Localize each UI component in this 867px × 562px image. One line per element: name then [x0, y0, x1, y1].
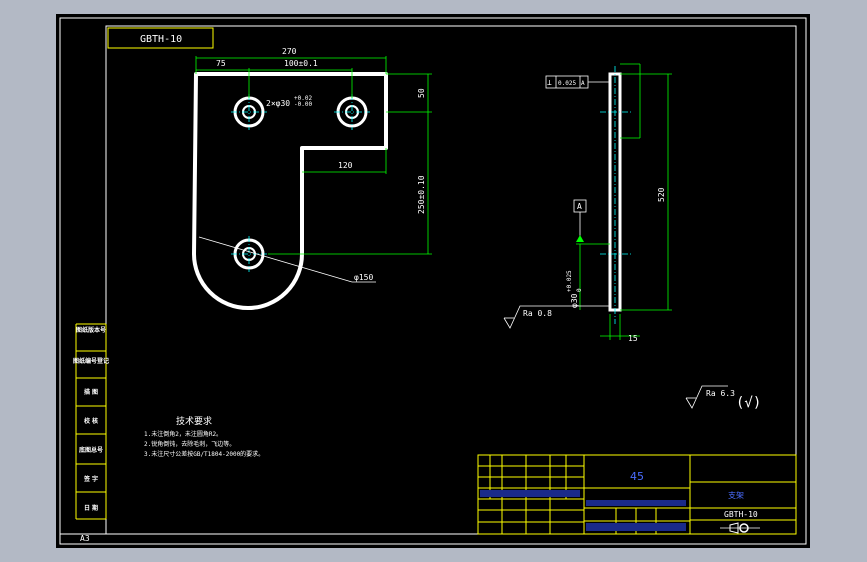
centerlines-side	[600, 66, 632, 324]
roughness-general-value: Ra 6.3	[706, 389, 735, 398]
title-part-code: GBTH-10	[724, 510, 758, 519]
sheet-size-label: A3	[80, 534, 90, 543]
flatness-datum: A	[581, 80, 585, 87]
dim-side-hole-tol: +0.025	[566, 270, 573, 292]
title-box-text: GBTH-10	[140, 34, 182, 45]
dim-vertical-span: 250±0.10	[417, 175, 426, 214]
tech-req-heading: 技术要求	[176, 415, 212, 427]
dim-overall-width: 270	[282, 47, 297, 56]
cad-viewport[interactable]: A3 GBTH-10 图纸版本号 图纸编号登记 描 图 校 核 底图总号 签 字…	[56, 14, 810, 548]
drawing-canvas: A3 GBTH-10 图纸版本号 图纸编号登记 描 图 校 核 底图总号 签 字…	[59, 17, 807, 545]
dimension-lines-side	[576, 63, 672, 340]
side-label-register: 图纸编号登记	[73, 357, 109, 365]
centerlines-front	[231, 94, 370, 272]
side-label-version: 图纸版本号	[76, 326, 106, 334]
title-box	[107, 27, 214, 49]
side-label-rows	[76, 323, 106, 520]
dim-hole-tol-lower: -0.00	[294, 101, 312, 108]
projection-symbol	[720, 522, 760, 534]
inner-border	[105, 25, 797, 535]
datum-label: A	[577, 202, 582, 211]
dim-inner-length: 120	[338, 161, 353, 170]
tech-req-line-2: 2.锐角倒钝，去除毛刺，飞边等。	[144, 440, 235, 448]
side-label-sign: 签 字	[83, 475, 98, 483]
roughness-general-bracket: (√)	[736, 395, 761, 411]
dim-radius: φ150	[354, 273, 373, 282]
dim-side-length: 520	[657, 187, 666, 202]
dim-left-offset: 75	[216, 59, 226, 68]
radius-leader	[198, 236, 353, 283]
dim-hole-note: 2×φ30	[266, 99, 290, 108]
dim-hole-tol-upper: +0.02	[294, 95, 312, 102]
title-block	[477, 454, 797, 535]
title-part-name: 支架	[728, 490, 744, 500]
dim-hole-spacing: 100±0.1	[284, 59, 318, 68]
plate-outline[interactable]	[192, 72, 388, 310]
tech-req-line-3: 3.未注尺寸公差按GB/T1804-2000的要求。	[144, 450, 264, 458]
side-label-check: 校 核	[84, 417, 98, 425]
datum-triangle	[576, 235, 584, 242]
side-label-date: 日 期	[84, 504, 98, 512]
flatness-value: 0.025	[558, 80, 576, 87]
side-label-base-number: 底图总号	[79, 446, 103, 454]
dim-side-hole-tol-lower: 0	[576, 288, 583, 292]
roughness-local-value: Ra 0.8	[523, 309, 552, 318]
dimension-lines-front	[195, 56, 432, 255]
dim-side-hole: φ30	[570, 293, 579, 308]
tech-req-line-1: 1.未注倒角2，未注圆角R2。	[144, 430, 222, 438]
roughness-general-symbol	[685, 385, 728, 409]
side-label-trace: 描 图	[84, 388, 98, 396]
dim-top-height: 50	[417, 88, 426, 98]
dim-thickness: 15	[628, 334, 638, 343]
title-material: 45	[630, 470, 644, 483]
outer-border	[59, 17, 807, 545]
flatness-symbol: ⊥	[547, 78, 552, 87]
roughness-local-symbol	[503, 305, 610, 329]
